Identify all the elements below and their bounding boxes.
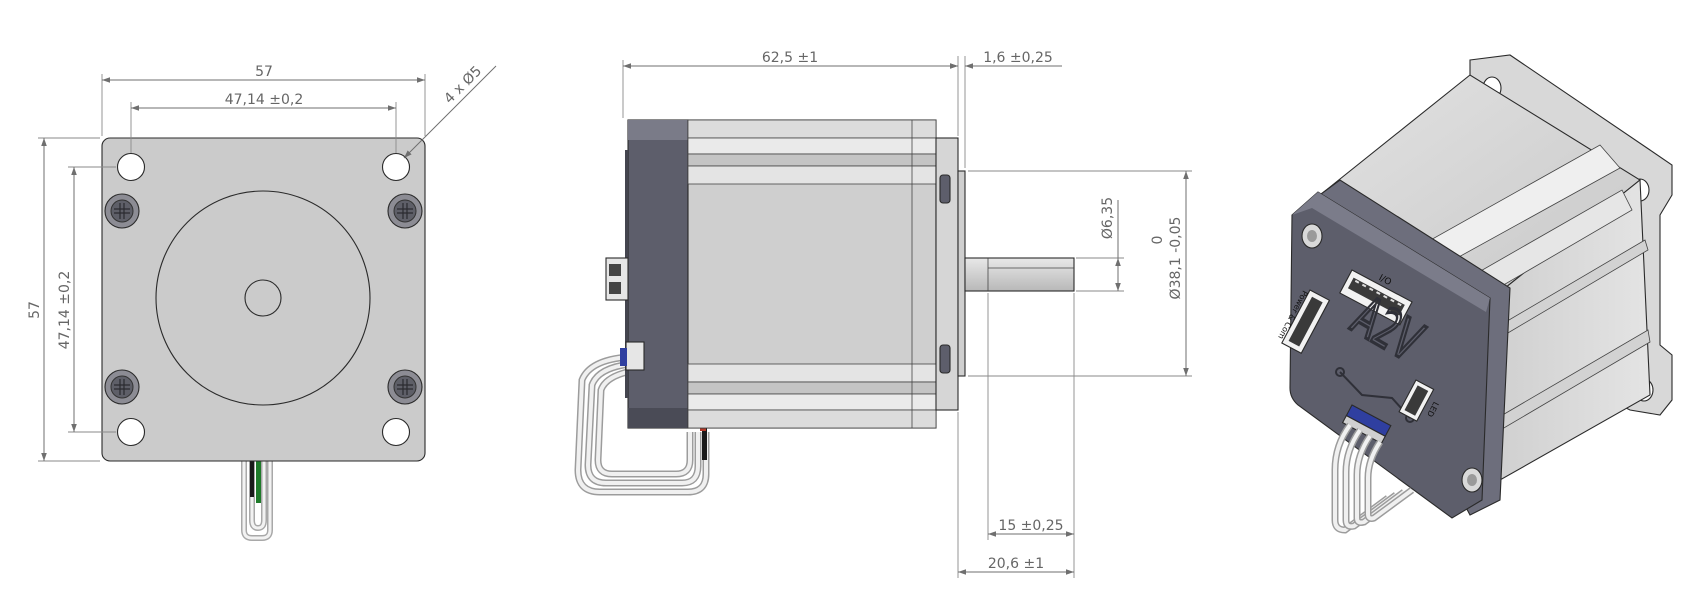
label-pilot-tolerance-upper: 0 <box>1150 236 1166 245</box>
side-connector-lower <box>625 341 645 371</box>
iso-cables <box>1331 422 1415 534</box>
label-shaft-diameter: Ø6,35 <box>1100 197 1116 239</box>
mounting-hole <box>381 152 411 182</box>
label-shaft-length: 20,6 ±1 <box>988 556 1044 572</box>
iso-led-connector: LED <box>1398 379 1440 422</box>
iso-view: I/O Power & Com A2V LED <box>1276 54 1673 534</box>
label-pilot-diameter: Ø38,1 -0,05 <box>1168 217 1184 300</box>
label-flat-length: 15 ±0,25 <box>998 518 1063 534</box>
screw-icon <box>1301 223 1323 249</box>
mounting-hole <box>116 152 146 182</box>
label-flange-thickness: 1,6 ±0,25 <box>983 50 1053 66</box>
label-hole-spacing-h: 47,14 ±0,2 <box>225 92 304 108</box>
label-height-overall: 57 <box>27 301 43 319</box>
label-hole-spacing-v: 47,14 ±0,2 <box>57 271 73 350</box>
front-shaft-circle <box>244 279 282 317</box>
iso-io-connector: I/O <box>1339 269 1413 326</box>
side-view-cables <box>574 353 710 496</box>
side-shaft <box>964 257 1075 292</box>
label-body-length: 62,5 ±1 <box>762 50 818 66</box>
hole-callout-leader <box>403 65 497 159</box>
screw-icon <box>387 369 423 405</box>
side-end-cap <box>627 119 689 429</box>
screw-icon <box>104 193 140 229</box>
mounting-hole <box>116 417 146 447</box>
side-pilot <box>957 170 966 377</box>
mounting-hole <box>381 417 411 447</box>
label-hole-callout: 4 x Ø5 <box>441 63 485 107</box>
front-view-cables <box>241 461 273 541</box>
front-view: 57 47,14 ±0,2 4 x Ø5 57 47,14 ±0,2 <box>27 63 497 541</box>
side-view: 62,5 ±1 1,6 ±0,25 Ø6,35 0 Ø38,1 -0,05 15… <box>574 50 1192 578</box>
label-width-overall: 57 <box>255 64 273 80</box>
screw-icon <box>104 369 140 405</box>
screw-icon <box>1461 467 1483 493</box>
screw-icon <box>387 193 423 229</box>
